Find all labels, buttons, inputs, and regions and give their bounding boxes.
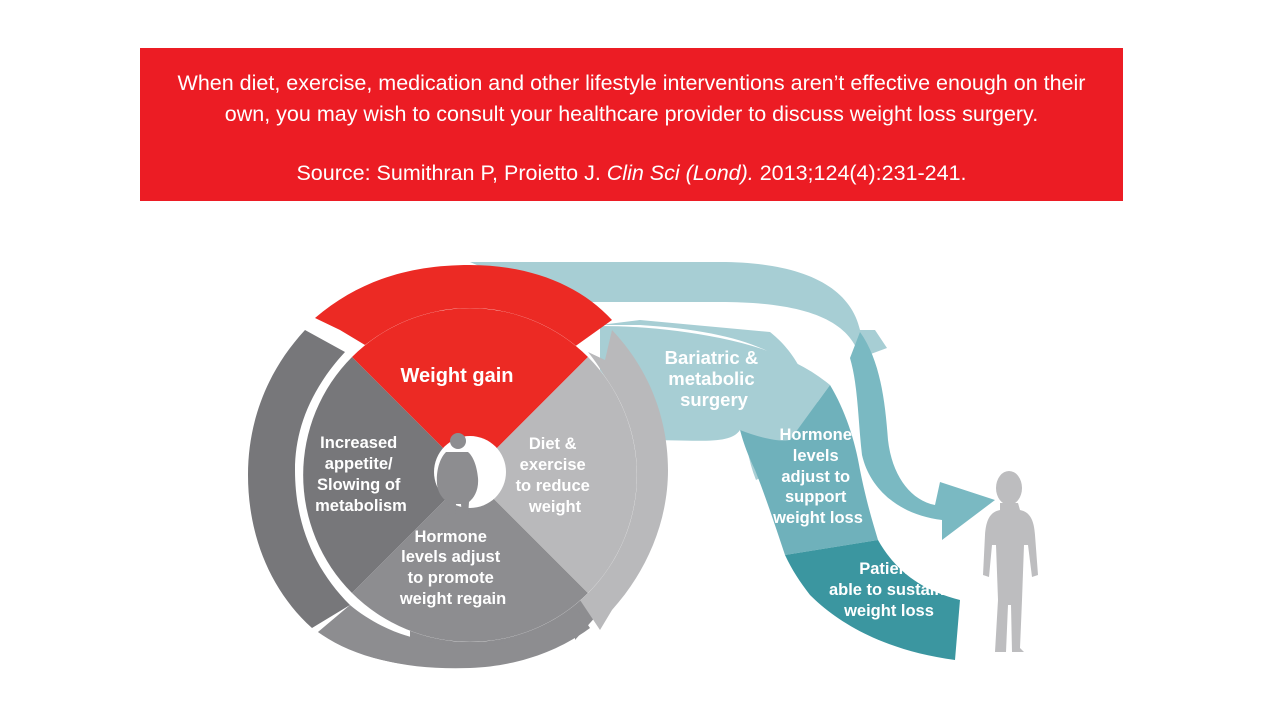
info-banner: When diet, exercise, medication and othe… (140, 48, 1123, 201)
hormone-regain-line-4: weight regain (399, 590, 506, 608)
surgery-line-3: surgery (680, 389, 749, 410)
diet-line-3: to reduce (516, 477, 590, 495)
ring-right-arc (580, 330, 668, 630)
patient-line-2: able to sustain (829, 581, 945, 599)
hormone-support-line-1: Hormone (779, 426, 851, 444)
diet-line-2: exercise (520, 456, 586, 474)
banner-source: Source: Sumithran P, Proietto J. Clin Sc… (140, 158, 1123, 189)
slim-woman-icon (983, 471, 1038, 652)
hormone-support-label: Hormone levels adjust to support weight … (772, 426, 863, 527)
ring-red-arc (315, 265, 612, 350)
quadrant-diet (470, 357, 637, 593)
hormone-regain-line-1: Hormone (414, 528, 486, 546)
appetite-line-4: metabolism (315, 497, 407, 515)
teal-band-hormone (740, 385, 878, 555)
hormone-support-line-4: support (785, 488, 847, 506)
quadrant-weight-gain (352, 308, 588, 475)
hormone-support-line-5: weight loss (772, 509, 863, 527)
appetite-line-3: Slowing of (317, 476, 401, 494)
ring-left-arc (248, 330, 350, 628)
patient-label: Patient able to sustain weight loss (829, 560, 949, 620)
teal-band-patient (785, 540, 960, 660)
diet-line-1: Diet & (529, 435, 577, 453)
obese-person-icon (436, 433, 479, 516)
surgery-line-1: Bariatric & (665, 347, 759, 368)
hormone-support-line-2: levels (793, 447, 839, 465)
patient-line-1: Patient (859, 560, 915, 578)
banner-line-2: own, you may wish to consult your health… (224, 102, 1039, 126)
source-suffix: 2013;124(4):231-241. (753, 161, 967, 185)
hormone-regain-line-3: to promote (408, 569, 494, 587)
hormone-support-line-3: adjust to (781, 468, 850, 486)
appetite-line-1: Increased (320, 434, 397, 452)
source-journal: Clin Sci (Lond). (606, 161, 754, 185)
patient-line-3: weight loss (843, 602, 934, 620)
teal-upper-band (470, 262, 887, 358)
surgery-line-2: metabolic (668, 368, 754, 389)
quadrant-hormone-regain (352, 475, 588, 642)
surgery-label: Bariatric & metabolic surgery (665, 347, 764, 410)
appetite-label: Increased appetite/ Slowing of metabolis… (315, 434, 407, 515)
appetite-line-2: appetite/ (325, 455, 393, 473)
hormone-regain-line-2: levels adjust (401, 548, 501, 566)
ring-bottom-arc-fill (318, 605, 590, 669)
diet-line-4: weight (528, 498, 582, 516)
diet-label: Diet & exercise to reduce weight (516, 435, 595, 516)
quadrant-appetite (303, 357, 470, 593)
source-prefix: Source: Sumithran P, Proietto J. (296, 161, 607, 185)
weight-gain-label: Weight gain (401, 365, 514, 387)
hormone-regain-label: Hormone levels adjust to promote weight … (399, 528, 506, 608)
teal-upper-arrow-body (850, 332, 995, 540)
banner-line-1: When diet, exercise, medication and othe… (177, 71, 1086, 95)
